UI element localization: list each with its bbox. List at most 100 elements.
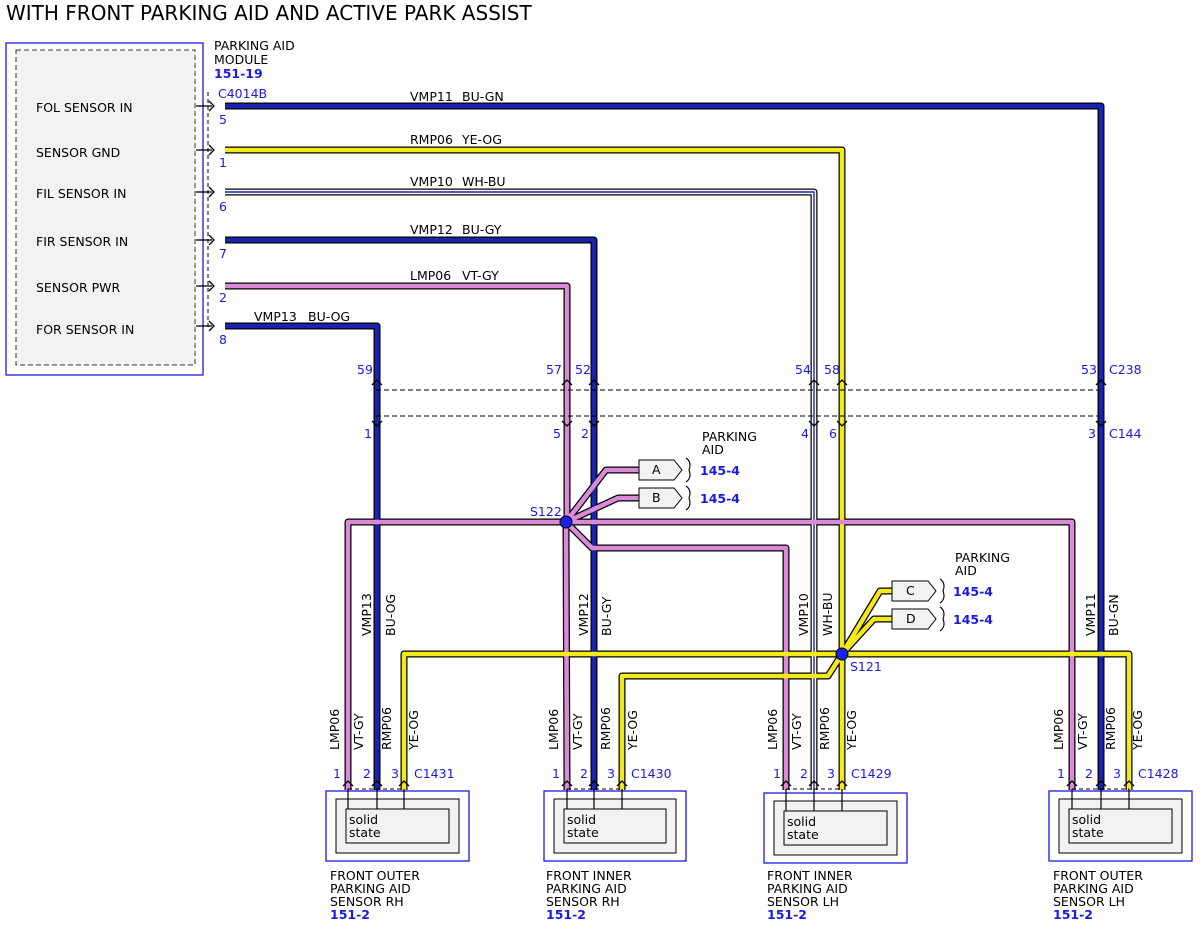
flag-brace [939,606,945,632]
sensor-caption: PARKING AID [767,881,848,896]
inline-pin-bottom: 3 [1088,426,1096,441]
wire-rmp06-flag [840,588,892,656]
solid-state-label: solid [349,812,378,827]
sensor-caption: PARKING AID [546,881,627,896]
vertical-circuit-label: VMP13 [359,593,374,636]
wire-lmp06 [225,283,570,416]
inline-arrow-bottom [588,420,600,427]
sensor-pin-number: 1 [773,766,781,781]
vertical-circuit-label: VMP12 [576,593,591,636]
inline-pin-bottom: 2 [581,426,589,441]
module-pin-arrow [208,234,215,246]
sensor-caption: FRONT INNER [767,868,853,883]
module-pin-arrow [208,100,215,112]
solid-state-label: solid [567,812,596,827]
sensor-wire-label: LMP06 [327,709,342,750]
wire-color-label: VT-GY [462,268,499,283]
sensor-pin-number: 2 [1085,766,1093,781]
sensor-wire-label: RMP06 [817,707,832,750]
splice-label: S121 [850,659,882,674]
vertical-circuit-label: VMP11 [1083,593,1098,636]
wire-outlines [225,102,1133,791]
wire-lmp06-branch [566,519,1075,790]
splice-s122: S122 [530,504,573,529]
parking-aid-label-line2: AID [702,442,724,457]
sensor-ref: 151-2 [330,907,370,922]
flag-letter: D [906,611,916,626]
module-pin-label: SENSOR PWR [36,280,121,295]
sensor-caption: FRONT INNER [546,868,632,883]
inline-pin-bottom: 5 [553,426,561,441]
module-connector: C4014B [218,86,267,101]
sensor-wire-label: YE-OG [625,710,640,751]
flag-ref: 145-4 [953,584,993,599]
vertical-circuit-label: VMP10 [796,593,811,636]
module-pin-number: 6 [219,199,227,214]
solid-state-label: solid [787,814,816,829]
solid-state-label: solid [1072,812,1101,827]
sensor-connector-label: C1431 [414,766,455,781]
flag-c: C [891,580,937,602]
sensor-wire-label: VT-GY [789,713,804,750]
wire-color-label: BU-GN [462,89,504,104]
inline-pin-top: 59 [357,362,373,377]
inline-connector: 59 57 52 54 58 53 C238 1 5 2 4 6 3 C144 [357,362,1142,441]
inline-pin-bottom: 4 [801,426,809,441]
module-pin-label: FOR SENSOR IN [36,322,134,337]
sensor-ref: 151-2 [767,907,807,922]
inline-arrow-bottom [808,420,820,427]
module-ref: 151-19 [214,66,263,81]
inline-pin-top: 58 [824,362,840,377]
sensor-pin-number: 3 [607,766,615,781]
sensor-pin-arrow [616,780,628,787]
module-pin-arrows [196,100,215,332]
wire-lmp06-flag [564,467,639,524]
wire-vmp10 [225,191,815,416]
wire-circuit-label: LMP06 [410,268,451,283]
flag-ref: 145-4 [953,612,993,627]
wire-rmp06-flag [840,616,892,656]
solid-state-box [345,808,450,844]
wire-color-label: YE-OG [461,132,502,147]
flag-brace [685,485,691,511]
wire-color-label: BU-GY [462,222,502,237]
inline-arrow-top [371,379,383,386]
wire-circuit-label: VMP11 [410,89,453,104]
sensor-wire-label: LMP06 [765,709,780,750]
module-pin-label: SENSOR GND [36,145,120,160]
flag-brace [685,457,691,483]
module-name-line2: MODULE [214,52,268,67]
module-name-line1: PARKING AID [214,38,295,53]
wire-fills [225,103,1132,791]
wire-rmp06 [225,147,845,416]
sensor-caption: PARKING AID [1053,881,1134,896]
page-title: WITH FRONT PARKING AID AND ACTIVE PARK A… [6,1,532,25]
wire-circuit-label: RMP06 [410,132,453,147]
wire-vmp11 [225,103,1104,416]
wire-vmp10 [225,189,817,416]
sensor-wire-label: YE-OG [1130,710,1145,751]
solid-state-label: state [1072,825,1104,840]
module-pin-number: 5 [219,112,227,127]
solid-state-box [1068,808,1173,844]
inline-pin-top: 57 [546,362,562,377]
parking-aid-module: PARKING AID MODULE 151-19 C4014B FOL SEN… [5,38,295,376]
sensor-wire-label: VT-GY [1075,713,1090,750]
sensor-caption: SENSOR LH [1053,894,1125,909]
splice-label: S122 [530,504,562,519]
splice-s121: S121 [835,647,882,674]
solid-state-label: state [567,825,599,840]
sensor-pin-number: 2 [800,766,808,781]
wire-lmp06-branch [345,519,566,790]
sensor-wire-label: VT-GY [351,713,366,750]
inline-arrow-bottom [561,420,573,427]
vertical-color-label: WH-BU [820,592,835,636]
sensor-pin-number: 1 [552,766,560,781]
parking-aid-group-ab: PARKING AID A B 145-4 145-4 [638,429,757,511]
connector-c238-label: C238 [1109,362,1142,377]
module-pin-number: 8 [219,332,227,347]
wire-lmp06-flag [565,495,639,525]
sensor-pin-number: 2 [580,766,588,781]
